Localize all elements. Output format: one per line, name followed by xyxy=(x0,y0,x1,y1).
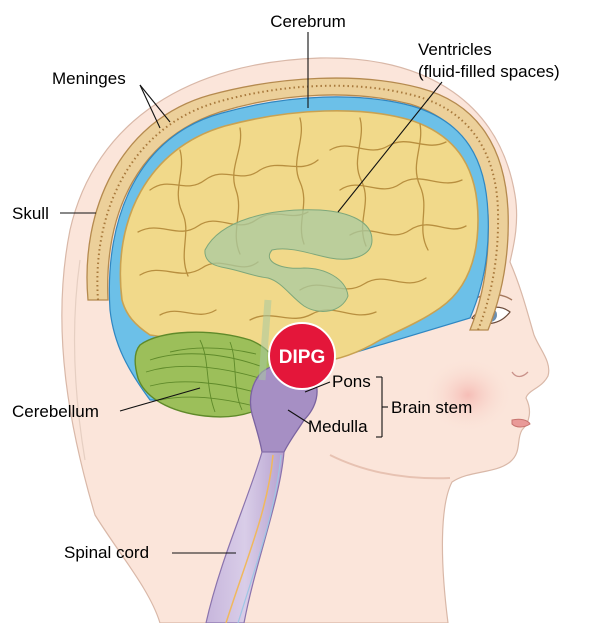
dipg-label: DIPG xyxy=(279,347,325,368)
label-skull: Skull xyxy=(12,204,49,223)
label-cerebellum: Cerebellum xyxy=(12,402,99,421)
label-ventricles-line1: Ventricles xyxy=(418,40,492,59)
label-cerebrum: Cerebrum xyxy=(270,12,346,31)
label-medulla: Medulla xyxy=(308,417,368,436)
cheek-blush xyxy=(423,357,513,433)
label-pons: Pons xyxy=(332,372,371,391)
label-ventricles-line2: (fluid-filled spaces) xyxy=(418,62,560,81)
label-spinal-cord: Spinal cord xyxy=(64,543,149,562)
label-brain-stem: Brain stem xyxy=(391,398,472,417)
label-meninges: Meninges xyxy=(52,69,126,88)
